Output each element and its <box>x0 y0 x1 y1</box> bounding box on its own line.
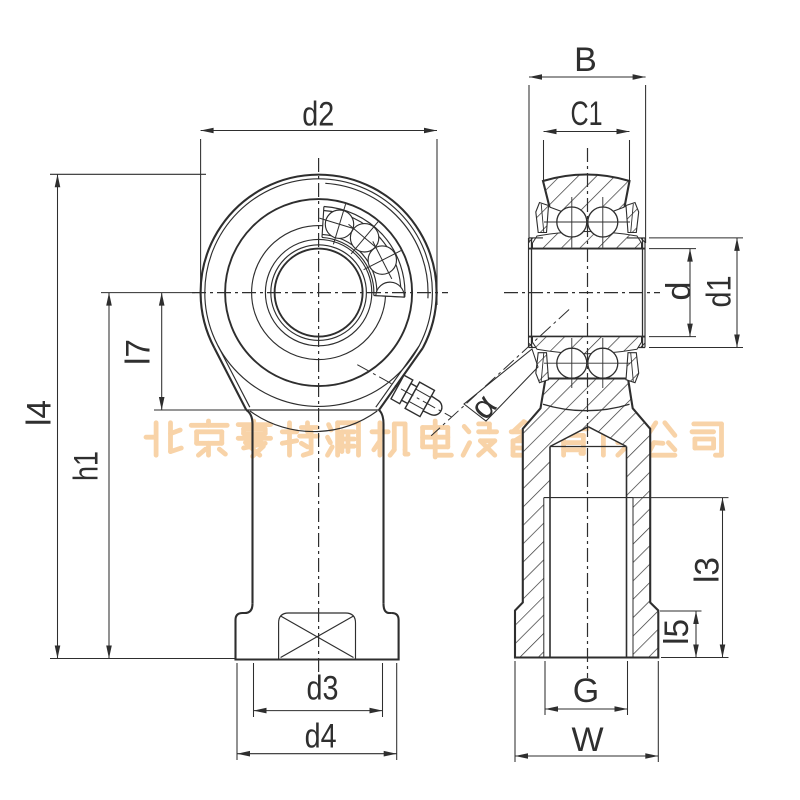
svg-text:d: d <box>660 282 698 301</box>
svg-text:l3: l3 <box>689 557 727 583</box>
svg-text:d4: d4 <box>305 718 337 756</box>
svg-text:W: W <box>571 721 603 759</box>
svg-text:B: B <box>574 41 597 79</box>
svg-text:h1: h1 <box>68 451 106 481</box>
svg-text:l4: l4 <box>21 400 59 426</box>
svg-text:l7: l7 <box>120 339 158 365</box>
svg-text:d1: d1 <box>701 276 739 308</box>
svg-text:C1: C1 <box>571 95 603 133</box>
svg-text:d3: d3 <box>307 670 339 708</box>
svg-text:d2: d2 <box>302 96 334 134</box>
svg-text:G: G <box>573 672 599 710</box>
svg-text:l5: l5 <box>658 619 696 645</box>
